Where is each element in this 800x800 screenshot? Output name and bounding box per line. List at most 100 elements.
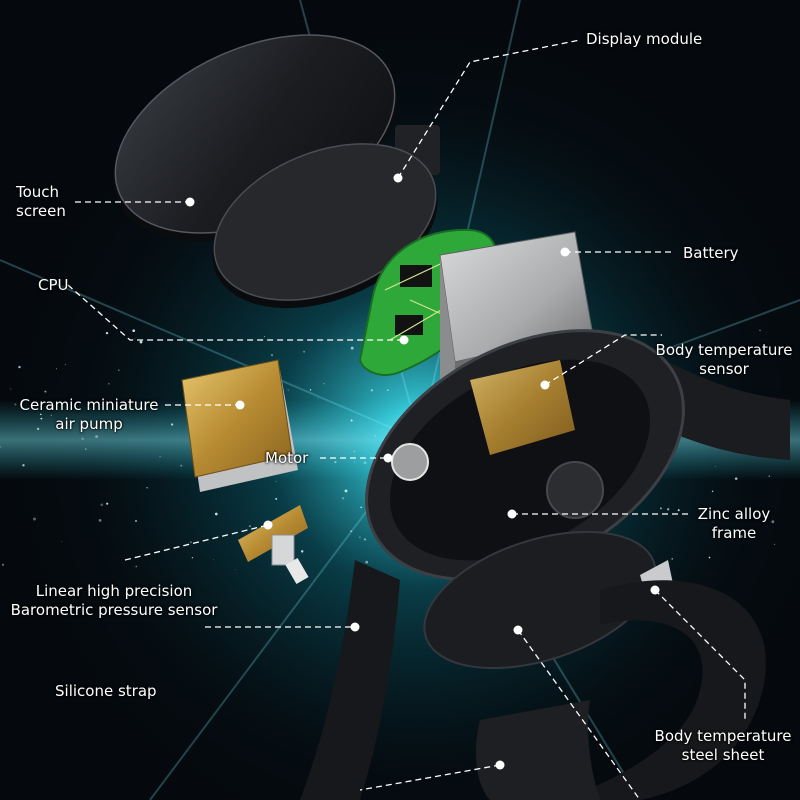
star: [264, 336, 265, 338]
display-module-part: [212, 125, 440, 309]
star: [105, 331, 109, 335]
label-line: sensor: [699, 360, 749, 378]
label-line: Ceramic miniature: [19, 396, 159, 414]
star: [134, 519, 138, 523]
star: [667, 508, 670, 511]
label-line: Body temperature: [655, 341, 793, 359]
star: [659, 507, 662, 510]
star: [1, 563, 5, 566]
star: [107, 382, 110, 385]
star: [14, 403, 17, 406]
star: [18, 365, 21, 369]
label-line: screen: [16, 202, 66, 220]
star: [212, 559, 214, 560]
star: [740, 535, 743, 538]
star: [170, 423, 174, 426]
star: [341, 496, 345, 500]
star: [84, 448, 87, 450]
label-line: Body temperature: [654, 727, 792, 745]
star: [159, 455, 161, 458]
star: [354, 461, 355, 463]
star: [55, 368, 57, 370]
star: [323, 382, 325, 385]
label-line: CPU: [38, 276, 69, 294]
barometric-sensor-part: [238, 505, 309, 585]
label-line: Touch: [16, 183, 60, 201]
star: [708, 556, 711, 559]
star: [106, 502, 109, 505]
star: [189, 541, 192, 544]
star: [135, 565, 138, 568]
star: [191, 557, 194, 559]
star: [44, 390, 47, 393]
star: [344, 489, 348, 493]
star: [374, 434, 377, 437]
label-cpu: CPU: [38, 276, 69, 295]
star: [363, 538, 367, 541]
label-line: Linear high precision: [35, 582, 193, 600]
star: [386, 389, 389, 392]
star: [148, 402, 150, 404]
label-display-module: Display module: [586, 30, 702, 49]
star: [180, 464, 183, 467]
star: [365, 560, 369, 564]
star: [0, 446, 1, 448]
label-line: frame: [711, 524, 757, 542]
star: [89, 408, 91, 410]
label-line: Battery: [683, 244, 739, 262]
star: [287, 389, 289, 391]
star: [734, 477, 738, 480]
star: [36, 427, 40, 431]
label-line: Display module: [586, 30, 703, 48]
star: [773, 543, 776, 546]
star: [134, 338, 136, 340]
star: [759, 329, 761, 332]
label-line: Motor: [265, 449, 309, 467]
star: [711, 490, 714, 493]
star: [248, 525, 251, 528]
star: [22, 464, 25, 467]
star: [360, 506, 362, 509]
star: [303, 350, 306, 353]
star: [235, 569, 237, 571]
label-line: Barometric pressure sensor: [10, 601, 218, 619]
anchor-dots: [185, 173, 660, 770]
leader-lines: [67, 39, 746, 800]
star: [300, 550, 304, 553]
star: [33, 517, 36, 521]
label-battery: Battery: [683, 244, 739, 263]
star: [118, 369, 120, 371]
star: [270, 353, 274, 357]
star: [275, 497, 278, 500]
star: [677, 509, 680, 512]
star: [214, 512, 218, 516]
silicone-strap-part: [300, 560, 766, 800]
star: [317, 397, 319, 399]
star: [354, 451, 356, 452]
star: [146, 487, 148, 489]
star: [98, 519, 102, 522]
ceramic-air-pump-part: [181, 359, 298, 492]
star: [10, 388, 12, 390]
star: [350, 419, 353, 422]
star: [363, 461, 367, 465]
star: [350, 530, 352, 533]
star: [334, 460, 337, 464]
star: [768, 475, 771, 477]
star: [81, 437, 84, 441]
star: [61, 541, 63, 542]
star: [370, 389, 374, 392]
star: [139, 340, 143, 344]
star: [350, 346, 354, 350]
star: [359, 536, 361, 539]
star: [95, 435, 99, 439]
star: [40, 413, 42, 416]
label-line: Silicone strap: [55, 682, 157, 700]
